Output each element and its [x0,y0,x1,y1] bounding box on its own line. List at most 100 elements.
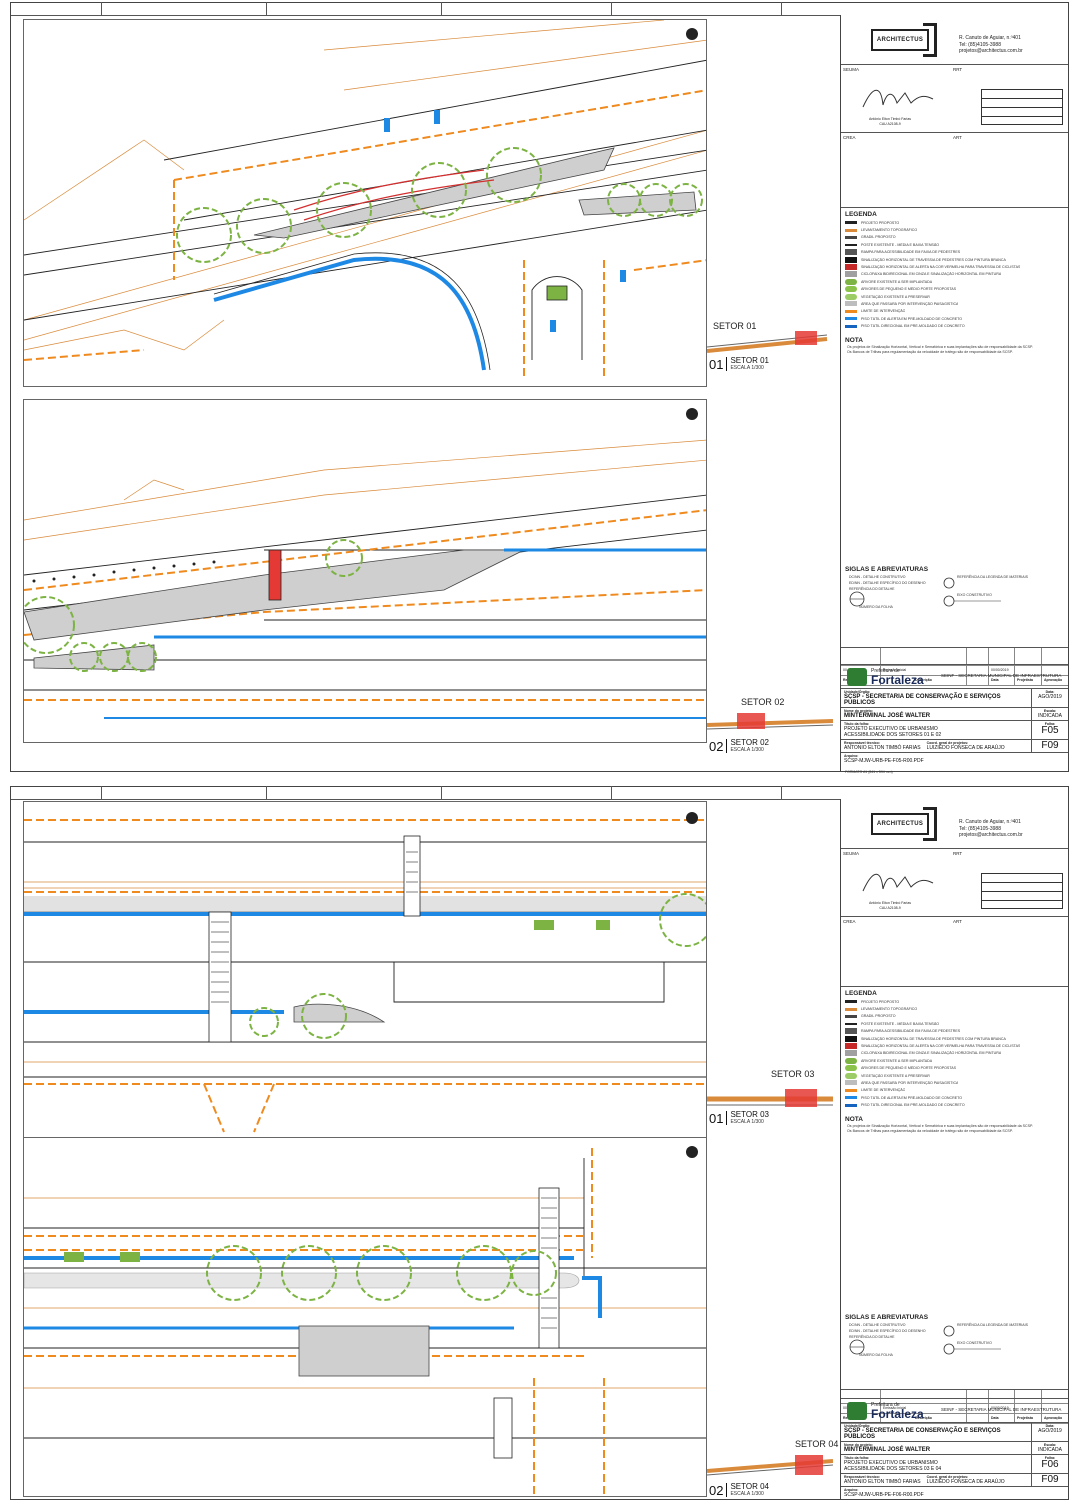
signature-image [862,873,934,892]
view-title: SETOR 03 [730,1110,770,1119]
sheet-number: F06 [1041,1459,1059,1470]
view-scale: ESCALA 1/300 [730,747,764,753]
legend-item: GRADIL PROPOSTO [845,1013,1064,1020]
registration-stamp [981,89,1063,125]
nota-item: Os Bancos de Trilhas para regulamentação… [847,350,1013,355]
inset-label-1: SETOR 01 [713,321,757,331]
firm-logo: ARCHITECTUS [871,813,929,835]
legend-list: PROJETO PROPOSTO LEVANTAMENTO TOPOGRÁFIC… [841,998,1068,1109]
nota-list: Os projetos de Sinalização Horizontal, V… [841,1124,1068,1135]
legend-item: LEVANTAMENTO TOPOGRÁFICO [845,226,1064,233]
plan-drawing-setor-04 [24,1146,706,1496]
legend-reference-icon [943,577,955,589]
title-block: Prefeitura de Fortaleza SEINF - SECRETAR… [841,664,1068,774]
signature-row-2: CREA ART [841,917,1068,987]
sheet-border-ticks [11,2,1068,16]
key-map-inset-setor-04 [706,1447,834,1487]
nota-title: NOTA [845,336,863,344]
view-number: 01 [709,1111,724,1126]
siglas-section: SIGLAS E ABREVIATURAS DC/NN - DETALHE CO… [841,1311,1068,1371]
firm-address: R. Canuto de Aguiar, n.º401 Tel: (85)410… [959,35,1023,54]
sheet-total: F09 [1041,1474,1059,1485]
key-map-drawing [707,1089,833,1107]
sheet-border-ticks [11,786,1068,800]
plan-view-setor-02 [23,399,707,743]
detail-reference-icon [849,1339,865,1355]
legend-item: POSTE EXISTENTE - MÉDIA E BAIXA TENSÃO [845,1020,1064,1027]
view-divider [726,739,728,753]
view-number: 02 [709,739,724,754]
axis-icon [943,1343,1001,1355]
logo-bracket-icon [923,23,937,57]
legend-item: PROJETO PROPOSTO [845,998,1064,1005]
plan-drawing-setor-03 [24,812,706,1133]
prefeitura-header: Prefeitura de Fortaleza SEINF - SECRETAR… [841,1399,1068,1423]
legend-title: LEGENDA [845,990,877,997]
view-divider [726,1483,728,1497]
view-title: SETOR 02 [730,738,770,747]
legend-item: SINALIZAÇÃO HORIZONTAL DE ALERTA NA COR … [845,1042,1064,1050]
legend-item: VEGETAÇÃO EXISTENTE A PRESERVAR [845,1072,1064,1079]
info-panel: ARCHITECTUS R. Canuto de Aguiar, n.º401 … [840,15,1068,774]
legend-list: PROJETO PROPOSTO LEVANTAMENTO TOPOGRÁFIC… [841,219,1068,330]
view-number: 02 [709,1483,724,1498]
view-scale: ESCALA 1/300 [730,1119,764,1125]
print-format-note: FORMATO A1 (841 x 594 mm) [845,770,893,774]
legend-item: PROJETO PROPOSTO [845,219,1064,226]
legend-item: GRADIL PROPOSTO [845,234,1064,241]
plan-view-setor-03 [23,801,707,1141]
legend-item: LEVANTAMENTO TOPOGRÁFICO [845,1005,1064,1012]
key-map-drawing [706,713,834,730]
view-scale: ESCALA 1/300 [730,365,764,371]
plan-view-setor-01 [23,19,707,387]
legend-item: SINALIZAÇÃO HORIZONTAL DE TRAVESSIA DE P… [845,256,1064,263]
sheet-number: F05 [1041,725,1059,736]
inset-label-3: SETOR 03 [771,1069,815,1079]
legend-item: ÁRVORES DE PEQUENO E MÉDIO PORTE PROPOST… [845,286,1064,293]
file-name: SCSP-MJW-URB-PE-F06-R00.PDF [844,1492,924,1498]
siglas-body: DC/NN - DETALHE CONSTRUTIVO ED/NN - DETA… [849,575,1028,609]
signature-image [862,89,934,108]
detail-reference-icon [849,591,865,607]
plan-drawing-setor-02 [24,408,706,719]
firm-address: R. Canuto de Aguiar, n.º401 Tel: (85)410… [959,819,1023,838]
legend-item: POSTE EXISTENTE - MÉDIA E BAIXA TENSÃO [845,241,1064,248]
signature-row-2: CREA ART [841,133,1068,208]
inset-label-4: SETOR 04 [795,1439,839,1449]
view-scale: ESCALA 1/300 [730,1491,764,1497]
legend-item: ÁRVORES DE PEQUENO E MÉDIO PORTE PROPOST… [845,1065,1064,1072]
legend-item: ÁRVORE EXISTENTE A SER IMPLANTADA [845,1057,1064,1064]
file-name: SCSP-MJW-URB-PE-F05-R00.PDF [844,758,924,764]
legend-item: CICLOFAIXA BIDIRECIONAL EM CINZA E SINAL… [845,1050,1064,1057]
view-divider [726,1111,728,1125]
legend-item: PISO TÁTIL DE ALERTA EM PRÉ-MOLDADO DE C… [845,1094,1064,1101]
title-block: Prefeitura de Fortaleza SEINF - SECRETAR… [841,1398,1068,1499]
siglas-section: SIGLAS E ABREVIATURAS DC/NN - DETALHE CO… [841,563,1068,623]
plan-drawing-setor-01 [24,20,706,380]
view-title: SETOR 01 [730,356,770,365]
plan-view-setor-04 [23,1137,707,1497]
coat-of-arms-icon [847,668,867,686]
legend-item: LIMITE DE INTERVENÇÃO [845,308,1064,315]
firm-logo: ARCHITECTUS [871,29,929,51]
axis-icon [943,595,1001,607]
nota-list: Os projetos de Sinalização Horizontal, V… [841,345,1068,356]
logo-bracket-icon [923,807,937,841]
legend-item: ÁRVORE EXISTENTE A SER IMPLANTADA [845,278,1064,285]
key-map-inset-setor-03 [707,1079,833,1119]
legend-item: LIMITE DE INTERVENÇÃO [845,1087,1064,1094]
info-panel: ARCHITECTUS R. Canuto de Aguiar, n.º401 … [840,799,1068,1499]
legend-item: ÁREA QUE PASSARÁ POR INTERVENÇÃO PAISAGÍ… [845,300,1064,307]
key-map-drawing [706,331,828,353]
key-map-inset-setor-01 [706,321,833,361]
nota-item: Os projetos de Sinalização Horizontal, V… [847,1123,1033,1128]
legend-item: RAMPA PARA ACESSIBILIDADE EM FAIXA DE PE… [845,1028,1064,1035]
